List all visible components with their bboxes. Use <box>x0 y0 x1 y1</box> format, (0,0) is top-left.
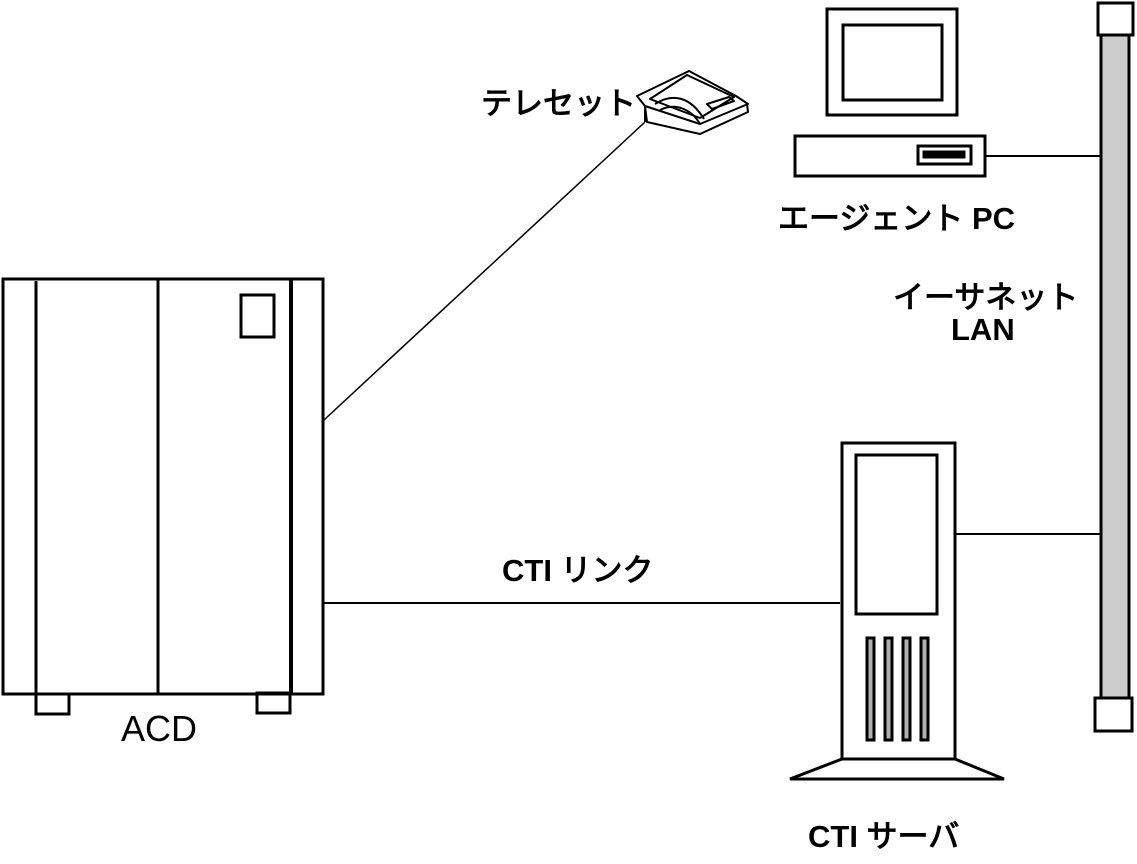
cti-server-label: CTI サーバ <box>808 819 960 854</box>
teleset-label: テレセット <box>481 86 636 121</box>
server-slot <box>919 636 930 742</box>
acd-label: ACD <box>121 708 198 749</box>
tower-server-icon <box>789 441 1005 781</box>
lan-terminator-top <box>1096 1 1135 37</box>
pc-base-unit <box>793 134 987 178</box>
server-front-panel <box>854 453 939 616</box>
lan-label-line1: イーサネット <box>893 280 1079 315</box>
acd-teleset-link <box>323 121 646 421</box>
acd-cabinet-icon <box>1 277 325 716</box>
acd-cabinet-body <box>1 277 325 696</box>
pc-screen <box>841 23 944 102</box>
pc-drive-slot <box>916 144 973 166</box>
pc-monitor <box>825 7 959 117</box>
acd-indicator-panel <box>239 293 276 339</box>
acd-foot-left <box>34 692 71 716</box>
desktop-computer-icon <box>793 7 987 178</box>
server-slot <box>865 636 876 742</box>
pc-drive-opening <box>922 150 966 159</box>
network-bus-icon <box>1093 1 1135 733</box>
server-slot <box>883 636 894 742</box>
cti-link-label: CTI リンク <box>502 553 654 588</box>
telephone-icon <box>636 70 749 135</box>
agent-pc-label: エージェント PC <box>778 201 1016 236</box>
lan-bus <box>1099 32 1131 702</box>
lan-label-line2: LAN <box>951 312 1015 347</box>
server-slot <box>901 636 912 742</box>
server-stand <box>789 757 1005 781</box>
acd-foot-right <box>255 691 292 715</box>
lan-terminator-bottom <box>1093 696 1134 733</box>
